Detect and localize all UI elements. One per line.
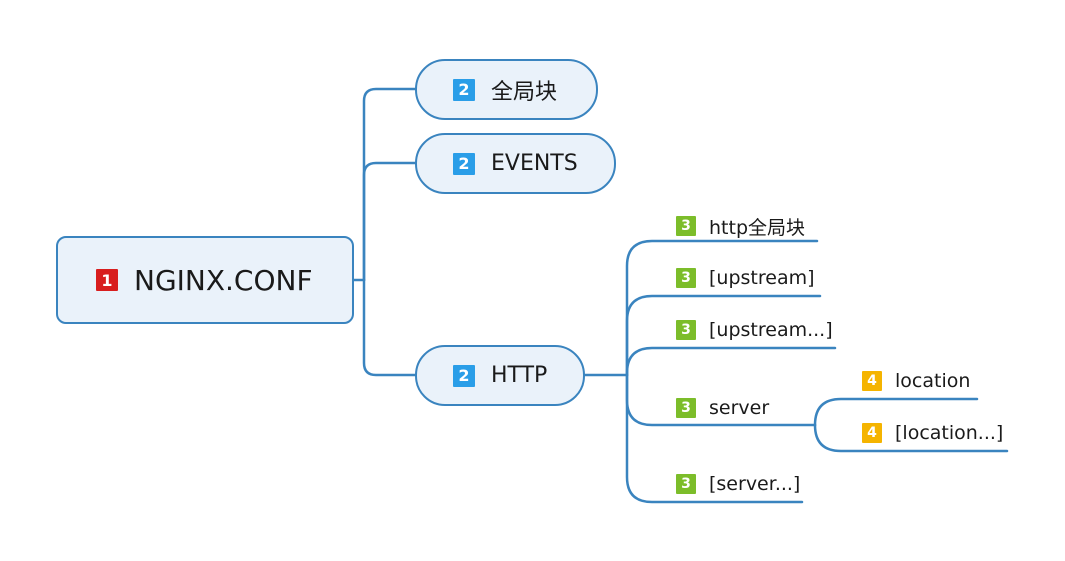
leaf-server[interactable]: 3 server [676, 395, 769, 421]
node-label: 全局块 [491, 79, 558, 105]
priority-3-icon: 3 [676, 216, 696, 236]
priority-2-icon: 2 [453, 152, 475, 175]
priority-3-icon: 3 [676, 398, 696, 418]
connector-root-events [362, 161, 417, 282]
node-global-block[interactable]: 2 全局块 [415, 59, 598, 120]
leaf-label: [server...] [709, 473, 801, 495]
priority-3-icon: 3 [676, 320, 696, 340]
priority-4-icon: 4 [862, 371, 882, 391]
priority-3-icon: 3 [676, 268, 696, 288]
connector-http-upstream [625, 294, 822, 377]
root-node-nginx-conf[interactable]: 1 NGINX.CONF [56, 236, 354, 324]
priority-1-icon: 1 [96, 269, 118, 291]
leaf-label: http全局块 [709, 216, 806, 239]
priority-4-icon: 4 [862, 423, 882, 443]
leaf-upstream[interactable]: 3 [upstream] [676, 265, 815, 291]
node-label: HTTP [491, 363, 548, 388]
leaf-label: [upstream] [709, 267, 815, 289]
leaf-http-global-block[interactable]: 3 http全局块 [676, 213, 805, 239]
node-label: EVENTS [491, 151, 578, 176]
leaf-location[interactable]: 4 location [862, 368, 970, 394]
leaf-label: [location...] [895, 422, 1004, 444]
leaf-label: server [709, 397, 770, 419]
leaf-upstream-more[interactable]: 3 [upstream...] [676, 317, 833, 343]
leaf-server-more[interactable]: 3 [server...] [676, 471, 800, 497]
connector-root-http [362, 278, 417, 377]
node-events[interactable]: 2 EVENTS [415, 133, 616, 194]
leaf-label: [upstream...] [709, 319, 833, 341]
connector-http-server-more [625, 373, 804, 504]
connector-root-global [362, 87, 417, 282]
connector-server-location-more [813, 423, 1009, 453]
leaf-location-more[interactable]: 4 [location...] [862, 420, 1003, 446]
connector-server-location [813, 397, 979, 427]
root-node-label: NGINX.CONF [134, 263, 313, 297]
priority-2-icon: 2 [453, 78, 475, 101]
leaf-label: location [895, 370, 971, 392]
connector-http-global [625, 239, 819, 377]
priority-3-icon: 3 [676, 474, 696, 494]
connector-http-upstream-more [625, 346, 837, 377]
node-http[interactable]: 2 HTTP [415, 345, 585, 406]
priority-2-icon: 2 [453, 364, 475, 387]
